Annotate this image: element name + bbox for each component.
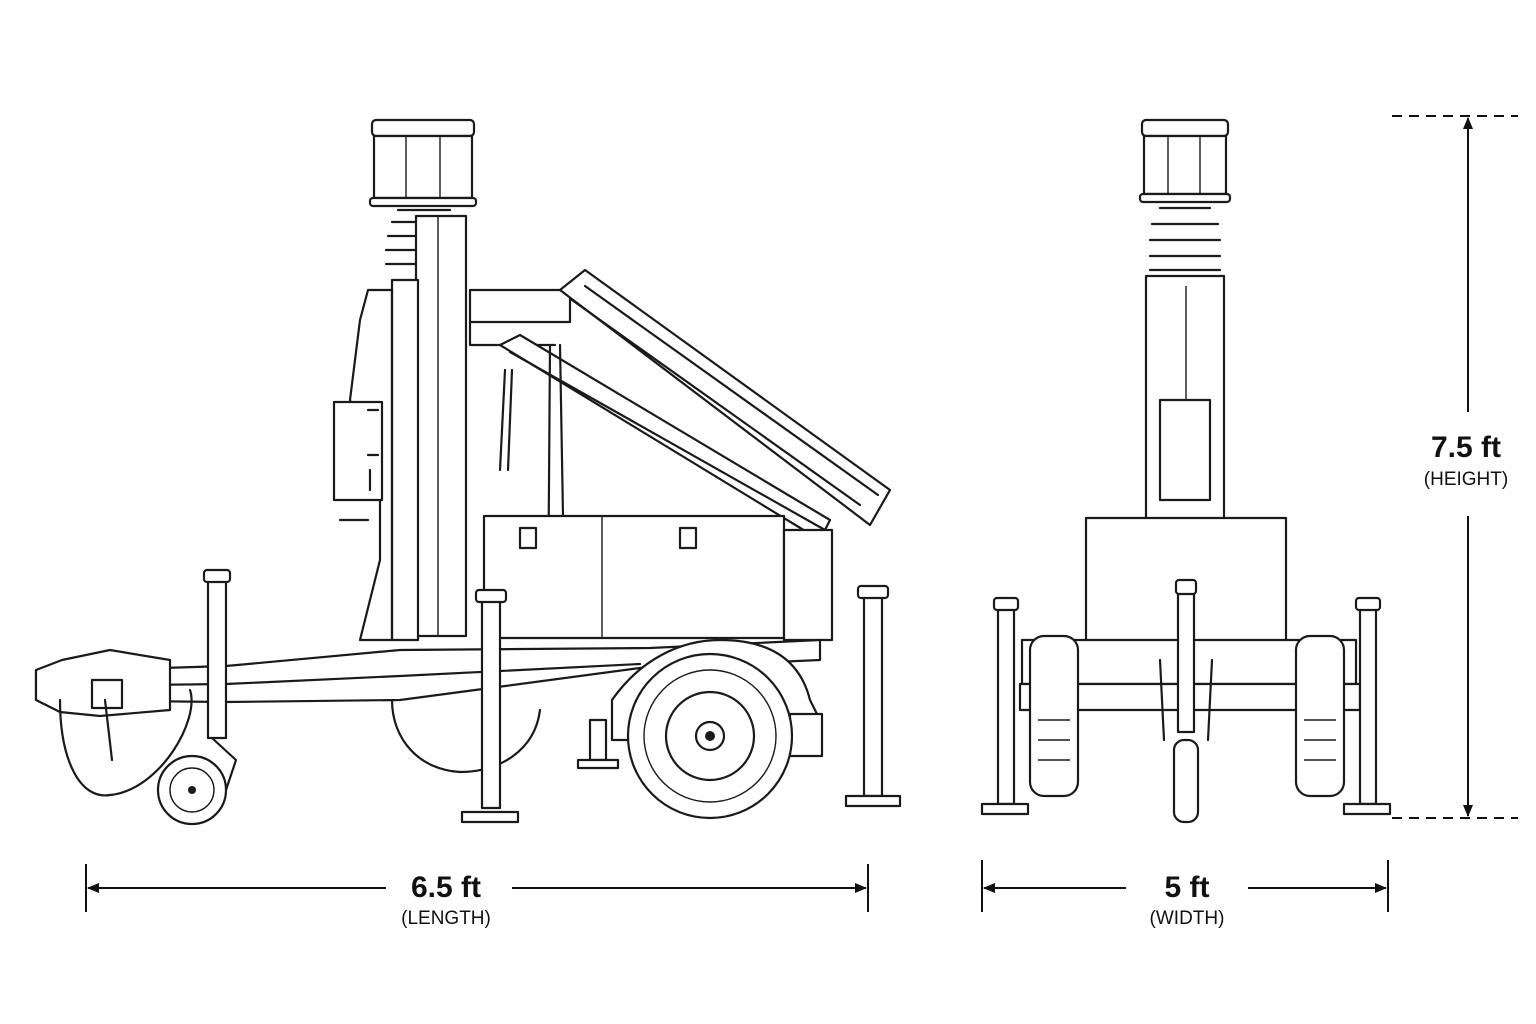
width-label: (WIDTH) [1150,908,1225,929]
height-value: 7.5 ft [1431,431,1501,464]
length-value: 6.5 ft [411,871,481,904]
width-dimension: 5 ft (WIDTH) [981,860,1389,929]
length-dimension: 6.5 ft (LENGTH) [85,864,869,929]
light-tower-trailer-rear-icon [980,118,1392,824]
height-label: (HEIGHT) [1424,469,1508,490]
height-dimension: 7.5 ft (HEIGHT) [1392,115,1518,819]
width-value: 5 ft [1165,871,1210,904]
length-label: (LENGTH) [401,908,491,929]
light-tower-trailer-side-icon [34,118,902,826]
